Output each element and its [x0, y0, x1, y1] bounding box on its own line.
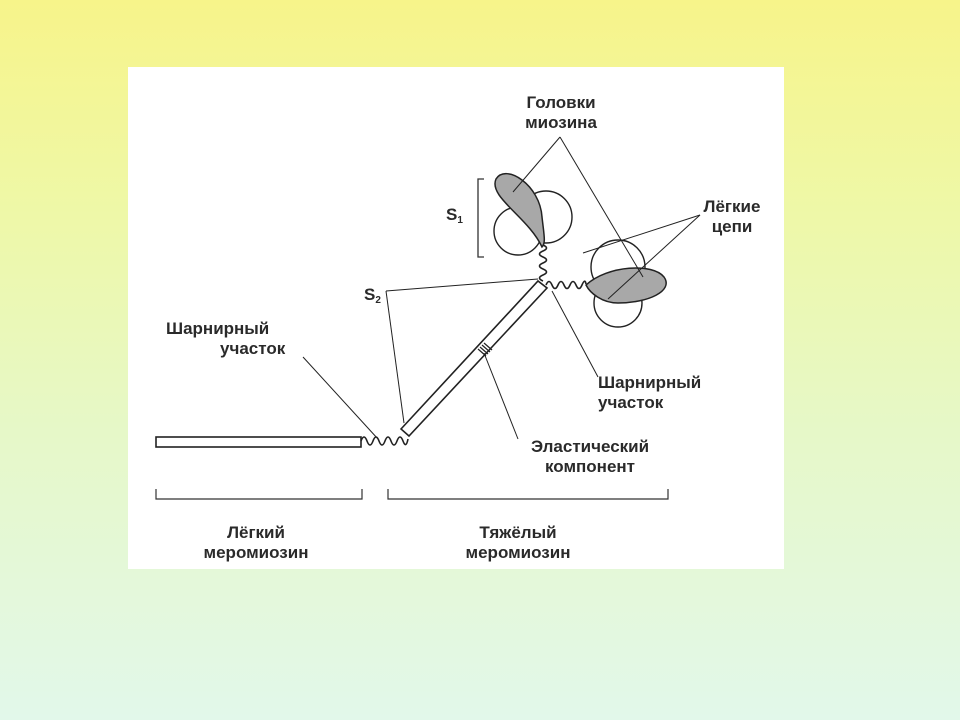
light-chains-label-line1: Лёгкие — [703, 197, 761, 216]
light-meromyosin-bracket — [155, 489, 363, 500]
elastic-component-label-line1: Эластический — [530, 437, 650, 456]
hinge-left-label-line1: Шарнирный — [166, 319, 270, 338]
heavy-meromyosin-label-line1: Тяжёлый — [479, 523, 557, 542]
hinge-right-label-line1: Шарнирный — [598, 373, 702, 392]
light-chains-label: Лёгкие цепи — [694, 197, 770, 237]
heavy-meromyosin-label-line2: меромиозин — [465, 543, 571, 562]
s2-rod — [399, 279, 549, 438]
right-hinge-coil — [545, 280, 587, 290]
upper-hinge-coil — [538, 244, 548, 282]
hinge-right-label-line2: участок — [598, 393, 664, 412]
upper-myosin-head — [494, 172, 546, 249]
myosin-diagram-panel: Головки миозина S1 Лёгкие цепи S2 Шарнир… — [128, 67, 784, 569]
light-meromyosin-label-line2: меромиозин — [203, 543, 309, 562]
heads-label-line1: Головки — [526, 93, 596, 112]
hinge-left-label-line2: участок — [220, 339, 286, 358]
light-meromyosin-rod — [155, 436, 362, 448]
heads-label: Головки миозина — [501, 93, 621, 133]
s1-subscript: 1 — [457, 215, 463, 226]
light-chains-label-line2: цепи — [711, 217, 753, 236]
heads-label-line2: миозина — [525, 113, 597, 132]
heavy-meromyosin-bracket — [387, 489, 669, 500]
s1-label: S1 — [446, 205, 463, 231]
light-meromyosin-label: Лёгкий меромиозин — [176, 523, 336, 563]
leader-lines — [302, 136, 701, 440]
s2-subscript: 2 — [375, 295, 381, 306]
s1-bracket — [477, 178, 484, 258]
right-myosin-head — [585, 267, 667, 304]
elastic-component-label: Эластический компонент — [512, 437, 668, 477]
hinge-right-label: Шарнирный участок — [598, 373, 701, 413]
s2-label: S2 — [364, 285, 381, 311]
heavy-meromyosin-label: Тяжёлый меромиозин — [438, 523, 598, 563]
s1-letter: S — [446, 205, 458, 224]
lower-hinge-coil — [360, 436, 409, 446]
hinge-left-label: Шарнирный участок — [166, 319, 285, 359]
myosin-diagram — [155, 136, 701, 500]
s2-letter: S — [364, 285, 376, 304]
light-meromyosin-label-line1: Лёгкий — [227, 523, 285, 542]
elastic-component-label-line2: компонент — [545, 457, 635, 476]
